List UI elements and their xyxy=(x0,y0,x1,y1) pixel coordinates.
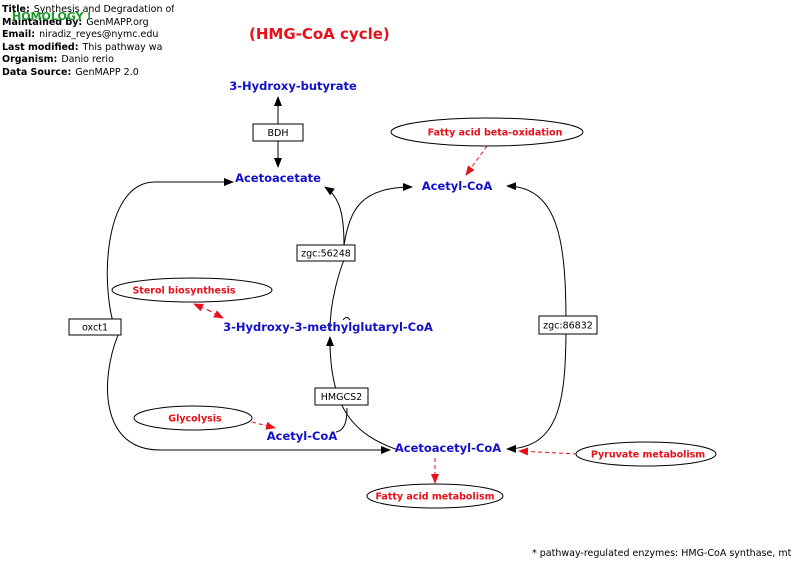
metabolite-acetyl-coa-bottom[interactable]: Acetyl-CoA xyxy=(267,429,338,443)
gene-label-bdh: BDH xyxy=(268,128,289,139)
info-email-row: Email:niradiz_reyes@nymc.edu xyxy=(2,29,159,41)
gene-box-bdh[interactable] xyxy=(252,123,304,142)
homology-mapped-label: HOMOLOGY MAPPED xyxy=(12,10,90,23)
edge-hmg-coa-to-zgc56248 xyxy=(329,259,345,331)
info-title-row: Title:Synthesis and Degradation of Keton… xyxy=(2,4,174,15)
link-glycolysis-to-acetyl-coa xyxy=(251,421,276,430)
info-source-row: Data Source:GenMAPP 2.0 xyxy=(2,66,139,78)
pathway-label-fatty-acid-beta-oxidation: Fatty acid beta-oxidation xyxy=(428,128,563,139)
pathway-label-sterol-biosynthesis: Sterol biosynthesis xyxy=(132,286,235,297)
metabolite-acetyl-coa-top[interactable]: Acetyl-CoA xyxy=(422,179,493,193)
link-pyruvate-to-acetoacetyl-coa xyxy=(518,447,578,456)
link-beta-oxidation-to-acetyl-coa xyxy=(465,145,488,176)
pathway-sterol-biosynthesis[interactable] xyxy=(111,277,273,303)
pathway-fatty-acid-beta-oxidation[interactable] xyxy=(390,117,584,147)
pathway-fatty-acid-metabolism[interactable] xyxy=(366,483,504,509)
metabolite-hmg-coa[interactable]: 3-Hydroxy-3-methylglutaryl-CoA xyxy=(223,320,433,334)
gene-box-zgc86832[interactable] xyxy=(538,315,598,335)
info-organism-row: Organism:Danio rerio xyxy=(2,54,114,66)
diagram-title: (HMG-CoA cycle) xyxy=(249,25,390,43)
footnote: * pathway-regulated enzymes: HMG-CoA syn… xyxy=(532,548,792,559)
gene-label-zgc86832: zgc:86832 xyxy=(543,321,593,332)
edge-arc-mark xyxy=(342,317,351,321)
pathway-pyruvate-metabolism[interactable] xyxy=(575,441,717,467)
edge-zgc86832-to-acetyl-coa xyxy=(506,182,567,326)
metabolite-3-hydroxy-butyrate[interactable]: 3-Hydroxy-butyrate xyxy=(229,79,357,93)
gene-box-oxct1[interactable] xyxy=(68,318,122,336)
link-hmg-coa-to-sterol xyxy=(193,303,211,312)
metabolite-acetoacetyl-coa[interactable]: Acetoacetyl-CoA xyxy=(395,441,501,455)
gene-label-hmgcs2: HMGCS2 xyxy=(321,392,362,403)
pathway-label-glycolysis: Glycolysis xyxy=(168,414,222,425)
pathway-label-pyruvate-metabolism: Pyruvate metabolism xyxy=(591,450,705,461)
edge-zgc56248-to-acetoacetate xyxy=(324,186,345,246)
edge-oxct1-to-acetoacetyl-coa xyxy=(107,334,391,454)
edge-zgc56248-to-acetyl-coa xyxy=(343,183,413,246)
gene-label-zgc56248: zgc:56248 xyxy=(301,249,351,260)
link-sterol-to-hmg-coa xyxy=(207,309,224,319)
gene-box-hmgcs2[interactable] xyxy=(314,387,369,406)
pathway-info: Title:Synthesis and Degradation of Keton… xyxy=(2,4,174,80)
pathway-label-fatty-acid-metabolism: Fatty acid metabolism xyxy=(375,492,494,503)
gene-box-zgc56248[interactable] xyxy=(296,244,356,262)
edge-hmgcs2-input xyxy=(329,339,399,451)
info-maintained-row: Maintained by:GenMAPP.org xyxy=(2,16,149,28)
edge-acetyl-coa-into-hmgcs2 xyxy=(335,407,348,433)
gene-label-oxct1: oxct1 xyxy=(82,323,108,334)
pathway-glycolysis[interactable] xyxy=(133,405,253,431)
info-modified-row: Last modified:This pathway was converted xyxy=(2,41,162,53)
edge-zgc86832-to-acetoacetyl-coa xyxy=(506,324,567,453)
edge-oxct1-to-acetoacetate xyxy=(106,178,234,336)
metabolite-acetoacetate[interactable]: Acetoacetate xyxy=(235,171,321,185)
